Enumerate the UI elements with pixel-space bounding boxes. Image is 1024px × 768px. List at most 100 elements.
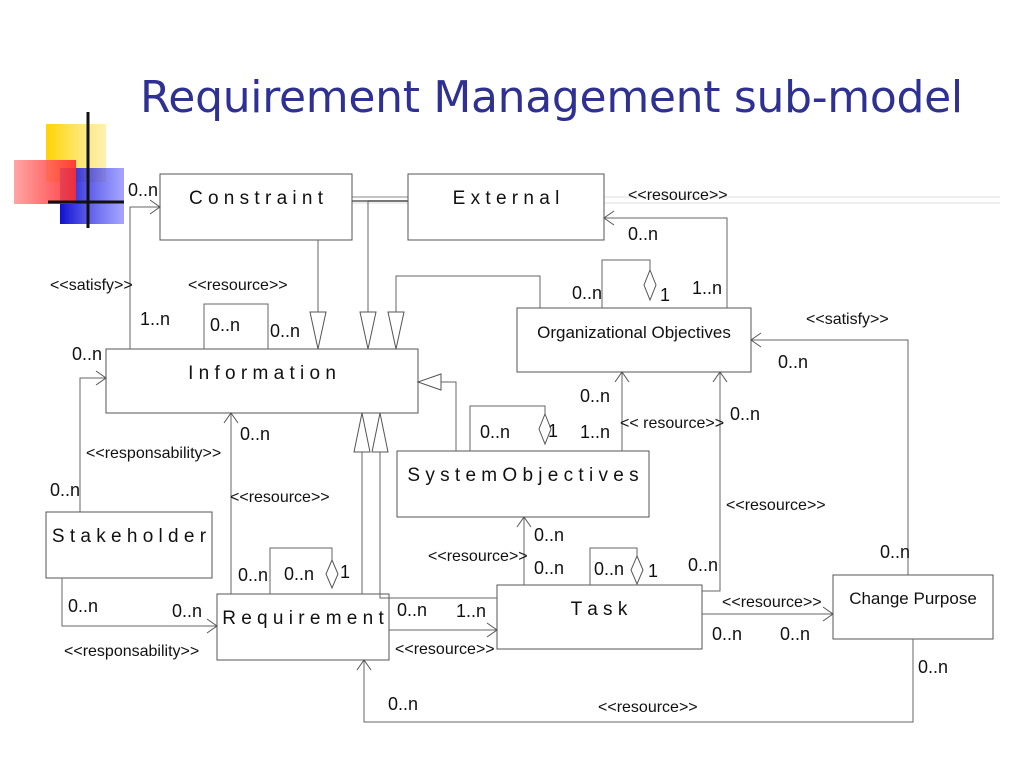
class-name: E x t e r n a l: [453, 188, 560, 209]
logo-red-square: [14, 160, 76, 204]
self-aggregation: [601, 259, 651, 308]
association-line: [604, 217, 728, 308]
inheritance-line: [367, 200, 408, 312]
nav-arrow: [822, 606, 834, 622]
inheritance-arrow: [387, 311, 405, 350]
multiplicity-label: 0..n: [270, 321, 300, 341]
stereotype-label: <<resource>>: [722, 594, 822, 611]
inheritance-arrow: [353, 412, 371, 453]
nav-arrow: [356, 659, 372, 671]
association-line: [702, 372, 721, 592]
stereotype-label: <<resource>>: [598, 699, 698, 716]
class-name: Change Purpose: [849, 589, 977, 608]
inheritance-arrow: [309, 311, 327, 350]
multiplicity-label: 0..n: [172, 601, 202, 621]
class-information[interactable]: I n f o r m a t i o n: [105, 348, 419, 414]
class-name: T a s k: [571, 599, 628, 620]
multiplicity-label: 0..n: [730, 404, 760, 424]
class-name: Organizational Objectives: [537, 323, 731, 342]
class-name: C o n s t r a i n t: [189, 188, 324, 209]
multiplicity-label: 0..n: [580, 386, 610, 406]
multiplicity-label: 0..n: [594, 559, 624, 579]
nav-arrow: [614, 371, 630, 383]
multiplicity-label: 0..n: [572, 283, 602, 303]
multiplicity-label: 0..n: [480, 422, 510, 442]
nav-arrow: [750, 332, 762, 348]
aggregation-diamond: [643, 268, 657, 302]
multiplicity-label: 0..n: [778, 352, 808, 372]
nav-arrow: [95, 370, 107, 386]
class-organizational-objectives[interactable]: Organizational Objectives: [516, 307, 752, 373]
class-change-purpose[interactable]: Change Purpose: [832, 574, 994, 640]
stereotype-label: <<resource>>: [188, 277, 288, 294]
multiplicity-label: 1..n: [140, 309, 170, 329]
multiplicity-label: 1..n: [692, 278, 722, 298]
class-name: S t a k e h o l d e r: [52, 526, 207, 547]
class-name: S y s t e m O b j e c t i v e s: [407, 465, 638, 486]
multiplicity-label: 0..n: [712, 624, 742, 644]
multiplicity-label: 0..n: [918, 657, 948, 677]
multiplicity-label: 0..n: [68, 596, 98, 616]
multiplicity-label: 0..n: [238, 565, 268, 585]
aggregation-diamond: [538, 412, 552, 446]
multiplicity-label: 0..n: [880, 542, 910, 562]
multiplicity-label: 0..n: [628, 224, 658, 244]
association-line: [363, 639, 914, 723]
multiplicity-label: 0..n: [388, 694, 418, 714]
aggregation-diamond: [325, 558, 339, 590]
stereotype-label: <<satisfy>>: [50, 277, 133, 294]
association-line: [129, 206, 160, 349]
nav-arrow: [486, 622, 498, 638]
association-line: [61, 578, 217, 627]
class-stakeholder[interactable]: S t a k e h o l d e r: [45, 511, 213, 579]
nav-arrow: [149, 199, 161, 215]
stereotype-label: <<resource>>: [230, 489, 330, 506]
multiplicity-label: 0..n: [210, 315, 240, 335]
class-system-objectives[interactable]: S y s t e m O b j e c t i v e s: [396, 450, 650, 518]
stereotype-label: << resource>>: [620, 415, 724, 432]
corner-logo: [14, 112, 124, 228]
self-aggregation: [589, 547, 638, 585]
stereotype-label: <<resource>>: [428, 548, 528, 565]
stereotype-label: <<resource>>: [628, 187, 728, 204]
multiplicity-label: 1..n: [456, 601, 486, 621]
multiplicity-label: 1: [660, 285, 670, 305]
multiplicity-label: 1: [648, 561, 658, 581]
stereotype-label: <<satisfy>>: [806, 311, 889, 328]
multiplicity-label: 0..n: [534, 525, 564, 545]
stereotype-label: <<responsability>>: [64, 643, 199, 660]
multiplicity-label: 1: [548, 421, 558, 441]
association-line: [751, 339, 909, 575]
class-requirement[interactable]: R e q u i r e m e n t: [216, 593, 390, 661]
stereotype-label: <<resource>>: [395, 641, 495, 658]
multiplicity-label: 0..n: [50, 480, 80, 500]
nav-arrow: [516, 516, 532, 528]
inheritance-arrow: [416, 373, 442, 391]
multiplicity-label: 0..n: [780, 624, 810, 644]
self-aggregation: [469, 405, 546, 451]
multiplicity-label: 0..n: [128, 180, 158, 200]
multiplicity-label: 0..n: [72, 344, 102, 364]
stereotype-label: <<responsability>>: [86, 445, 221, 462]
self-aggregation: [269, 547, 333, 594]
association-line: [79, 377, 106, 512]
multiplicity-label: 0..n: [397, 600, 427, 620]
nav-arrow: [603, 210, 615, 226]
self-association: [203, 303, 269, 349]
class-external[interactable]: E x t e r n a l: [407, 173, 605, 241]
multiplicity-label: 0..n: [284, 564, 314, 584]
page-title: Requirement Management sub-model: [140, 72, 963, 123]
multiplicity-label: 0..n: [534, 558, 564, 578]
aggregation-diamond: [630, 554, 644, 586]
class-task[interactable]: T a s k: [496, 584, 703, 650]
stereotype-label: <<resource>>: [726, 497, 826, 514]
class-constraint[interactable]: C o n s t r a i n t: [159, 173, 353, 241]
multiplicity-label: 1..n: [580, 422, 610, 442]
nav-arrow: [206, 618, 218, 634]
inheritance-line: [395, 275, 541, 312]
nav-arrow: [712, 371, 728, 383]
class-name: I n f o r m a t i o n: [188, 363, 336, 384]
inheritance-line: [441, 381, 457, 451]
multiplicity-label: 0..n: [240, 424, 270, 444]
